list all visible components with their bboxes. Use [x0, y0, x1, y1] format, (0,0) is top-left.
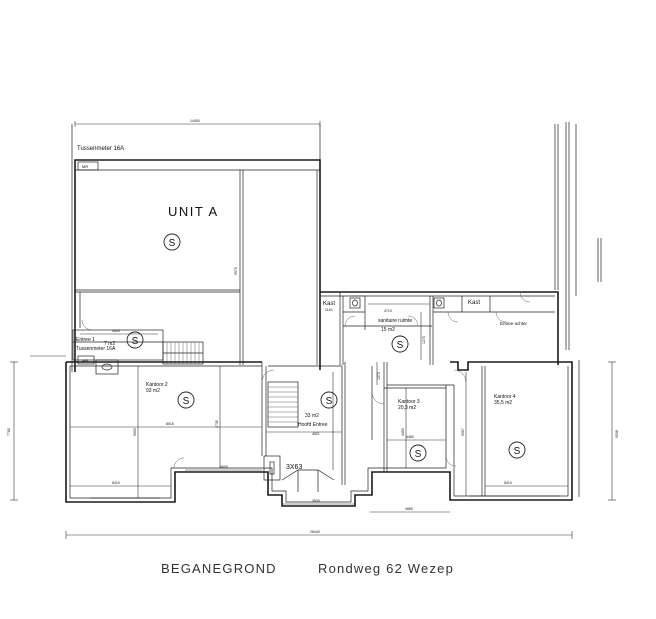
kast-right-label: Kast: [468, 300, 480, 306]
dim-unit-depth: 9575: [234, 267, 238, 275]
dim-top: [74, 121, 321, 127]
s-letter-kantoor2: S: [183, 396, 190, 407]
tussenmeter-top-label: Tussenmeter 16A: [77, 146, 124, 152]
symbol-s-unit: [163, 233, 181, 251]
symbol-s-entree: [126, 331, 144, 349]
dim-hall-width: 4521: [312, 432, 320, 436]
middle-strip: [320, 291, 559, 365]
address: Rondweg 62 Wezep: [318, 561, 455, 576]
s-symbol-letters: S S S S S S S: [132, 238, 521, 460]
floor-name: BEGANEGROND: [161, 561, 277, 576]
dim-stair: 4600: [220, 465, 228, 469]
dim-top-width: 14450: [190, 119, 200, 123]
dim-right-total: 9538: [615, 430, 619, 438]
sanitaire-name-label: sanitaire ruimte: [378, 318, 412, 324]
dim-kast-width: 1140: [325, 308, 333, 312]
hal-area-label: 33 m2: [305, 413, 319, 419]
mr-label-top: MR: [82, 164, 88, 169]
dim-small-a: 1270: [377, 372, 381, 380]
dim-k2-depth: 9600: [133, 428, 137, 436]
entree1-area: [72, 319, 204, 375]
dim-k3-height: 4450: [401, 428, 405, 436]
unit-a-block: [71, 124, 321, 372]
dim-hall-depth: 4735: [215, 420, 219, 428]
dim-entree-width: 4600: [112, 329, 120, 333]
entree1-area-label: 7 m2: [104, 341, 115, 347]
kantoor2-area-label: 93 m2: [146, 388, 160, 394]
dimension-texts: 14450 9575 1140 4710 4600 9600 8515 8410…: [7, 119, 619, 534]
office-building: [65, 361, 573, 507]
tussenmeter-entree-label: Tussenmeter 16A: [76, 346, 116, 352]
entree1-name-label: Entree 1: [76, 337, 95, 343]
kast-left-label: Kast: [323, 301, 335, 307]
s-letter-hal: S: [326, 396, 333, 407]
dim-left-total: 7780: [7, 428, 11, 436]
symbol-s-kantoor3: [409, 444, 427, 462]
sanitaire-area-label: 15 m2: [381, 327, 395, 333]
hoofd-entree-label: Hoofd Entree: [298, 422, 328, 428]
dim-k2-bottom: 8410: [112, 481, 120, 485]
symbol-s-kantoor2: [177, 391, 195, 409]
dim-small-b: 1270: [422, 336, 426, 344]
kantoor2-name-label: Kantoor 2: [146, 382, 168, 388]
symbol-s-sanitair: [391, 335, 409, 353]
entree-achter-label: Entree achter: [500, 321, 528, 326]
dim-bottom-total: 28440: [310, 530, 320, 534]
unit-a-title: UNIT A: [168, 204, 219, 219]
kantoor4-area-label: 35,5 m2: [494, 400, 512, 406]
meter-box-label: 3X63: [286, 464, 302, 471]
s-symbols: [126, 233, 526, 462]
dim-k3-bottom: 4680: [405, 507, 413, 511]
dim-k2-width: 8515: [166, 422, 174, 426]
kantoor4-name-label: Kantoor 4: [494, 394, 516, 400]
interior-dimensions: [70, 295, 568, 498]
dim-door-width: 3930: [312, 499, 320, 503]
s-letter-sanitair: S: [397, 340, 404, 351]
dim-k4-width: 5410: [504, 481, 512, 485]
dim-k4-depth: 9067: [461, 428, 465, 436]
kantoor3-area-label: 20,3 m2: [398, 405, 416, 411]
s-letter-entree: S: [132, 336, 139, 347]
s-letter-kantoor3: S: [415, 449, 422, 460]
s-letter-unit: S: [169, 238, 176, 249]
dim-k3-width: 4480: [406, 435, 414, 439]
room-labels: UNIT A Tussenmeter 16A MR Kast Kast sani…: [76, 146, 528, 471]
s-letter-kantoor4: S: [514, 446, 521, 457]
mr-label-entree: MR: [82, 358, 88, 363]
kantoor3-name-label: Kantoor 3: [398, 399, 420, 405]
symbol-s-kantoor4: [508, 441, 526, 459]
right-column-lines: [554, 122, 602, 497]
symbol-s-hal: [320, 391, 338, 409]
dim-sanitair-width: 4710: [384, 309, 392, 313]
outer-dimensions: [10, 355, 616, 539]
